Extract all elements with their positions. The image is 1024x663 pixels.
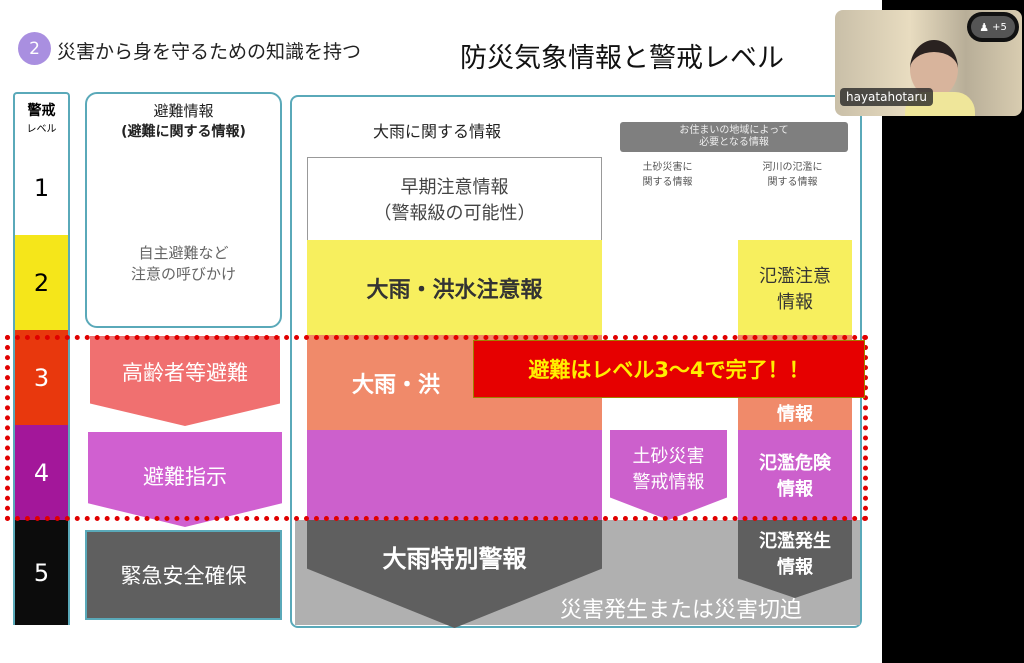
participants-count: +5 [992, 21, 1007, 33]
evac-header: 避難情報 (避難に関する情報) [85, 100, 282, 141]
participant-video-tile[interactable]: hayatahotaru ♟ +5 [835, 10, 1022, 116]
rain-warning-text: 大雨・洪 [352, 372, 441, 398]
level-header-line2: レベル [26, 123, 57, 135]
landslide-header: 土砂災害に 関する情報 [642, 162, 693, 188]
regional-note: お住まいの地域によって 必要となる情報 [620, 122, 848, 152]
river-flood-arrow: 氾濫発生 情報 [738, 520, 852, 598]
disaster-note: 災害発生または災害切迫 [560, 598, 803, 623]
highlight-dotted-frame [5, 335, 868, 521]
evac-info-box [85, 92, 282, 328]
evac-level2-text: 自主避難など 注意の呼びかけ [130, 243, 236, 283]
evac-level4-arrow: 避難指示 [88, 432, 282, 527]
callout-banner: 避難はレベル3〜4で完了！！ [473, 340, 865, 398]
rain-level4-box [307, 430, 602, 520]
evac-header-line1: 避難情報 [153, 102, 214, 120]
section-number-badge: 2 [18, 32, 51, 65]
early-warning-box: 早期注意情報 （警報級の可能性） [307, 157, 602, 240]
level-header: 警戒 レベル [13, 92, 70, 140]
person-icon: ♟ [979, 20, 990, 34]
rain-advisory-box: 大雨・洪水注意報 [307, 240, 602, 335]
level-header-line1: 警戒 [27, 102, 56, 119]
level-1: 1 [13, 140, 70, 235]
river-advisory-box: 氾濫注意 情報 [738, 240, 852, 335]
evac-level3-arrow: 高齢者等避難 [90, 336, 280, 426]
slide-title: 防災気象情報と警戒レベル [460, 43, 784, 74]
level-2: 2 [13, 235, 70, 330]
landslide-alert-box: 土砂災害 警戒情報 [610, 430, 727, 520]
river-danger-box: 氾濫危険 情報 [738, 430, 852, 520]
river-warning-text: 情報 [777, 404, 813, 425]
evac-header-line2: (避難に関する情報) [121, 124, 246, 140]
river-header: 河川の氾濫に 関する情報 [762, 162, 823, 188]
participants-count-button[interactable]: ♟ +5 [967, 12, 1019, 42]
presentation-slide: 2 災害から身を守るための知識を持つ 防災気象情報と警戒レベル 警戒 レベル 1… [0, 0, 882, 663]
participant-name-label: hayatahotaru [840, 88, 934, 106]
level-4: 4 [13, 425, 70, 520]
section-title: 災害から身を守るための知識を持つ [57, 41, 362, 63]
level-3: 3 [13, 330, 70, 425]
evac-level5-box: 緊急安全確保 [85, 530, 282, 620]
level-5: 5 [13, 520, 70, 625]
rain-header: 大雨に関する情報 [373, 122, 502, 141]
